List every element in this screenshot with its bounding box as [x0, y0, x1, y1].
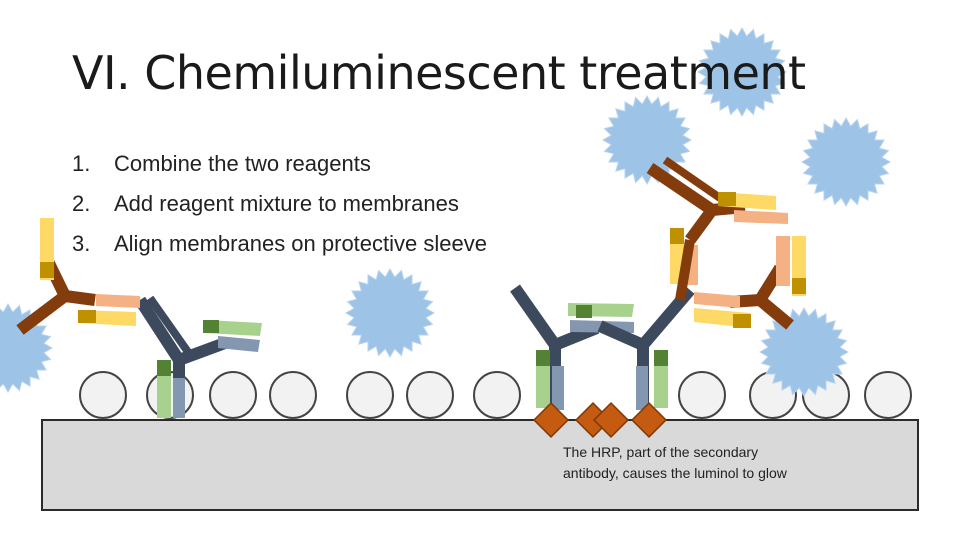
step-list: 1. Combine the two reagents 2. Add reagent… — [72, 144, 487, 264]
step-item: 3. Align membranes on protective sleeve — [72, 224, 487, 264]
light-chain — [205, 320, 262, 336]
primary-antibody — [134, 295, 262, 418]
variable-region — [576, 305, 592, 318]
caption-line: antibody, causes the luminol to glow — [563, 465, 787, 481]
secondary-antibody — [694, 236, 806, 330]
hrp-enzymes — [532, 401, 668, 439]
variable-region — [718, 192, 736, 206]
protein-bead — [678, 371, 726, 419]
glow-burst-shape — [0, 302, 54, 394]
heavy-chain — [711, 201, 746, 216]
heavy-chain — [646, 163, 716, 215]
step-number: 2. — [72, 191, 91, 216]
luminol-glow-bursts — [0, 26, 892, 398]
heavy-chain — [662, 156, 723, 202]
secondary-antibody — [646, 156, 788, 301]
heavy-chain — [64, 290, 96, 306]
slide-title: VI. Chemiluminescent treatment — [72, 46, 806, 100]
glow-burst — [758, 306, 850, 398]
step-item: 1. Combine the two reagents — [72, 144, 487, 184]
glow-burst — [800, 116, 892, 208]
heavy-chain — [685, 206, 717, 244]
variable-region — [40, 262, 54, 278]
protein-bead — [269, 371, 317, 419]
light-chain — [173, 378, 185, 418]
antibodies — [16, 156, 806, 418]
protein-bead — [406, 371, 454, 419]
step-number: 3. — [72, 231, 91, 256]
light-chain — [552, 366, 564, 410]
step-item: 2. Add reagent mixture to membranes — [72, 184, 487, 224]
step-text: Combine the two reagents — [114, 151, 371, 176]
variable-region — [670, 228, 684, 244]
hrp-enzyme — [630, 401, 668, 439]
variable-region — [157, 360, 171, 376]
light-chain — [218, 336, 260, 352]
heavy-chain — [675, 239, 695, 301]
protein-bead — [346, 371, 394, 419]
step-number: 1. — [72, 151, 91, 176]
glow-burst — [344, 267, 436, 359]
protein-bead — [473, 371, 521, 419]
variable-region — [536, 350, 550, 366]
secondary-antibody — [16, 218, 140, 335]
caption-line: The HRP, part of the secondary — [563, 444, 759, 460]
light-chain — [694, 292, 740, 308]
heavy-chain — [16, 291, 69, 335]
heavy-chain — [146, 295, 192, 355]
heavy-chain — [756, 295, 794, 330]
heavy-chain — [176, 337, 228, 366]
glow-burst — [0, 302, 54, 394]
variable-region — [78, 310, 96, 323]
glow-burst-shape — [800, 116, 892, 208]
variable-region — [654, 350, 668, 366]
protein-bead — [864, 371, 912, 419]
light-chain — [734, 210, 788, 224]
protein-bead — [209, 371, 257, 419]
hrp-enzyme — [532, 401, 570, 439]
heavy-chain — [134, 296, 185, 364]
hrp-caption: The HRP, part of the secondary antibody,… — [563, 442, 863, 484]
protein-beads — [79, 371, 912, 419]
heavy-chain — [510, 284, 560, 349]
membrane — [41, 419, 919, 511]
primary-antibody — [510, 284, 634, 410]
glow-burst-shape — [344, 267, 436, 359]
step-text: Add reagent mixture to membranes — [114, 191, 459, 216]
protein-bead — [79, 371, 127, 419]
variable-region — [792, 278, 806, 294]
light-chain — [636, 366, 648, 410]
glow-burst-shape — [696, 26, 788, 118]
glow-burst — [696, 26, 788, 118]
light-chain — [96, 294, 140, 308]
variable-region — [203, 320, 219, 333]
heavy-chain — [597, 320, 646, 351]
hrp-enzyme — [592, 401, 630, 439]
glow-burst-shape — [758, 306, 850, 398]
variable-region — [733, 314, 751, 328]
light-chain — [776, 236, 790, 286]
step-text: Align membranes on protective sleeve — [114, 231, 487, 256]
